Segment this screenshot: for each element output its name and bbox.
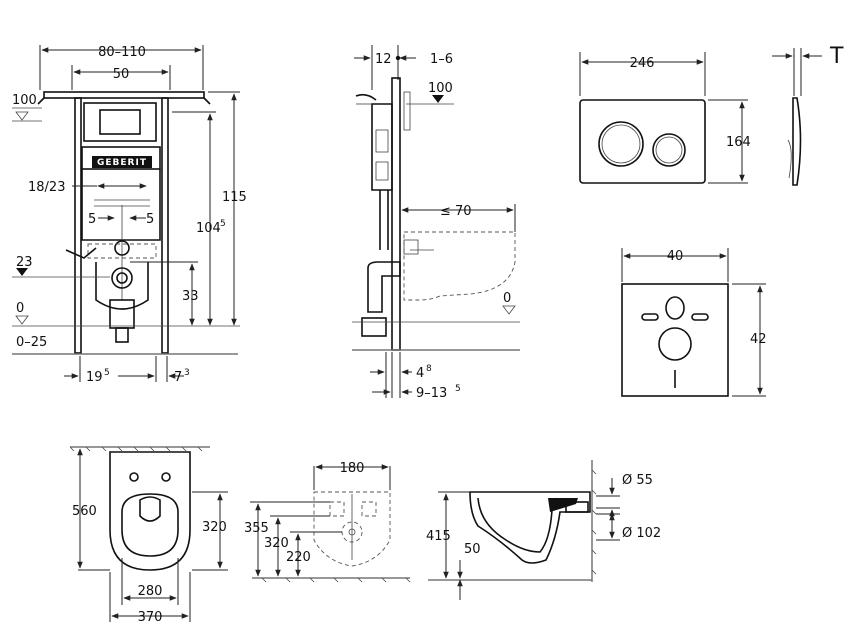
bowl-side-view: 415 50 Ø 55 Ø 102	[426, 460, 661, 600]
back-width-label: 180	[340, 461, 365, 476]
frame-bottom-left-superscript: 5	[104, 368, 110, 378]
flush-plate-front: 246 164	[579, 52, 751, 184]
side-bottom-b-label: 9–13	[416, 386, 447, 401]
side-top-left-label: 12	[375, 52, 392, 67]
frame-bottom-left-label: 19	[86, 370, 103, 385]
bowl-back-view: 180 355 320 220	[244, 461, 411, 583]
frame-level-top-label: 100	[12, 93, 37, 108]
frame-height-total-label: 115	[222, 190, 247, 205]
bowl-width-inner-label: 280	[138, 584, 163, 599]
plate-width-label: 246	[630, 56, 655, 71]
plate-thickness-label: T	[829, 44, 844, 69]
side-bottom-b-superscript: 5	[455, 384, 461, 394]
frame-level-mid-label: 23	[16, 255, 33, 270]
bowl-depth-label: 320	[202, 520, 227, 535]
side-bottom-a-label: 4	[416, 366, 424, 381]
frame-offset-right-label: 5	[146, 212, 154, 227]
plate-height-label: 164	[726, 135, 751, 150]
bowl-width-outer-label: 370	[138, 610, 163, 625]
frame-width-inner-label: 50	[113, 67, 130, 82]
frame-width-range-label: 80–110	[98, 45, 146, 60]
back-height-320-label: 320	[264, 536, 289, 551]
frame-drain-height-label: 33	[182, 289, 199, 304]
insulation-mat: 40 42	[621, 248, 767, 397]
frame-front-view: 80–110 50 100 GEBERIT 18/23 5	[12, 45, 247, 385]
flush-plate-side: T	[772, 44, 844, 186]
side-level-top-label: 100	[428, 81, 453, 96]
side-offset-label: 50	[464, 542, 481, 557]
side-dia-small-label: Ø 55	[622, 473, 653, 488]
frame-height-frame-superscript: 5	[220, 219, 226, 229]
brand-logo: GEBERIT	[97, 158, 147, 168]
bowl-length-label: 560	[72, 504, 97, 519]
frame-pipe-width-label: 18/23	[28, 180, 65, 195]
frame-height-frame-label: 104	[196, 221, 221, 236]
frame-side-view: 12 1–6 100 ≤ 70 0	[352, 45, 520, 401]
side-dia-large-label: Ø 102	[622, 526, 661, 541]
back-height-220-label: 220	[286, 550, 311, 565]
side-level-floor-label: 0	[503, 291, 511, 306]
bowl-top-view: 560 320 280 370	[69, 446, 228, 625]
frame-level-floor-label: 0	[16, 301, 24, 316]
frame-floor-range-label: 0–25	[16, 335, 47, 350]
frame-bottom-right-label: 7	[174, 370, 182, 385]
back-height-355-label: 355	[244, 521, 269, 536]
frame-offset-left-label: 5	[88, 212, 96, 227]
frame-bottom-right-superscript: 3	[184, 368, 190, 378]
side-bottom-a-superscript: 8	[426, 364, 432, 374]
mat-width-label: 40	[667, 249, 684, 264]
side-top-right-label: 1–6	[430, 52, 453, 67]
side-height-label: 415	[426, 529, 451, 544]
side-projection-label: ≤ 70	[440, 204, 472, 219]
mat-height-label: 42	[750, 332, 767, 347]
